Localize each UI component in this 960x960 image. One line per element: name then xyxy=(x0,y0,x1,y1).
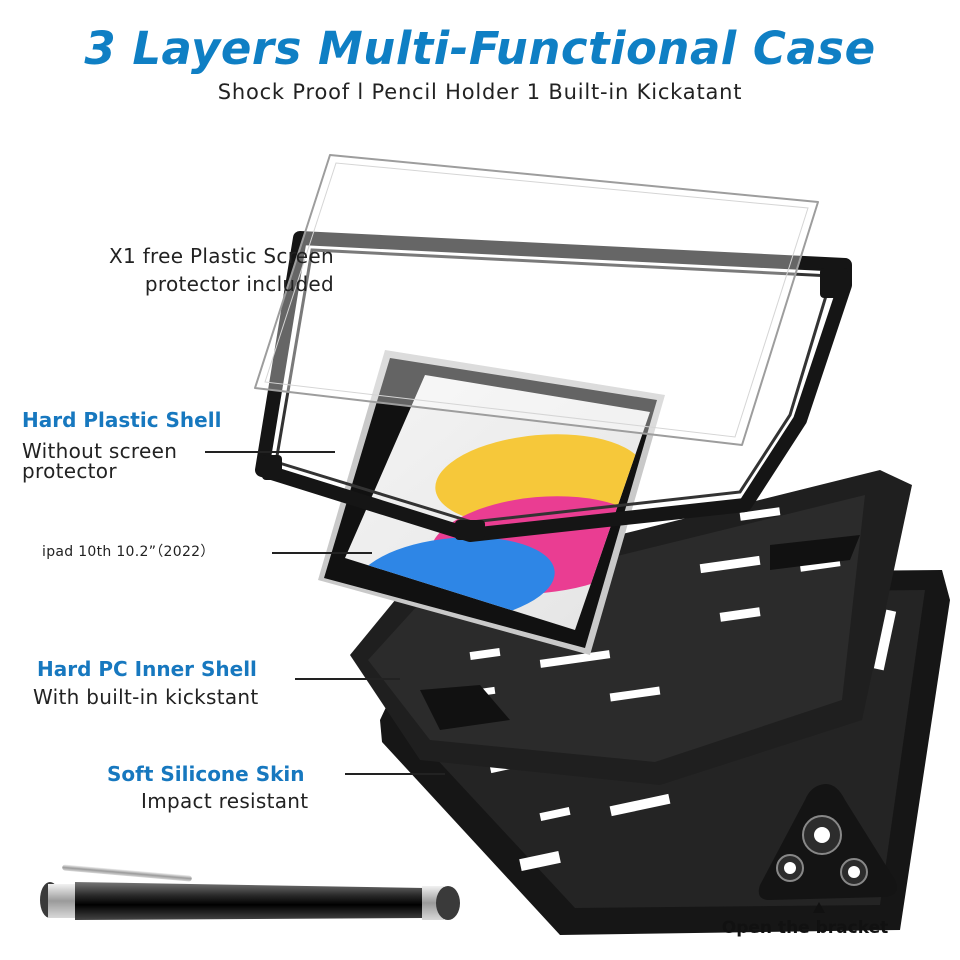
bracket-label: Open the bracket xyxy=(721,918,889,938)
screen-protector-callout: X1 free Plastic Screen protector include… xyxy=(109,242,334,298)
screen-protector-line1: X1 free Plastic Screen xyxy=(109,244,334,268)
hard-pc-inner-shell-desc: With built-in kickstant xyxy=(33,685,259,709)
pc-inner-shell-layer xyxy=(350,470,912,785)
soft-silicone-skin-leader xyxy=(345,773,445,775)
hard-plastic-shell-desc: Without screen protector xyxy=(22,441,177,481)
hard-pc-inner-shell-leader xyxy=(295,678,400,680)
screen-protector-line2: protector included xyxy=(144,272,334,296)
screen-protector-layer xyxy=(254,154,819,446)
hard-plastic-shell-heading: Hard Plastic Shell xyxy=(22,408,222,432)
hard-plastic-frame-layer xyxy=(255,231,852,542)
hard-pc-inner-shell-heading: Hard PC Inner Shell xyxy=(37,657,257,681)
soft-silicone-skin-heading: Soft Silicone Skin xyxy=(107,762,305,786)
hard-plastic-shell-line2: protector xyxy=(22,459,117,483)
kickstand-bracket-icon xyxy=(758,784,898,900)
ipad-leader xyxy=(272,552,372,554)
soft-silicone-skin-desc: Impact resistant xyxy=(141,789,309,813)
stylus-pen-icon xyxy=(40,864,460,920)
page-subtitle: Shock Proof l Pencil Holder 1 Built-in K… xyxy=(217,80,743,104)
page-title: 3 Layers Multi-Functional Case xyxy=(84,22,876,75)
triangle-up-icon xyxy=(813,902,825,913)
hard-plastic-shell-leader xyxy=(205,451,335,453)
ipad-model-label: ipad 10th 10.2”（2022） xyxy=(42,544,215,560)
hard-plastic-shell-line1: Without screen xyxy=(22,439,178,463)
